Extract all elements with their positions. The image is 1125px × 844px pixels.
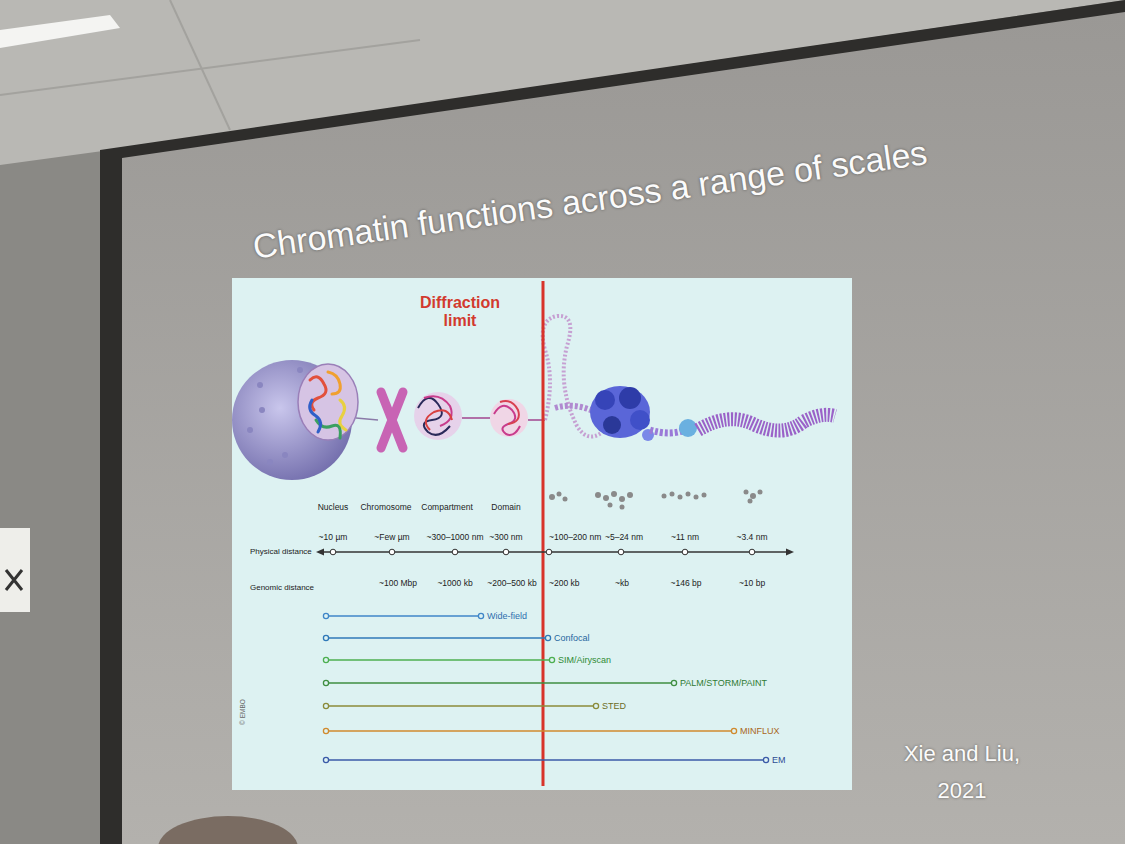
physical-value: ~11 nm xyxy=(671,533,699,543)
limit-label: Diffraction limit xyxy=(414,294,506,331)
genomic-value: ~146 bp xyxy=(671,579,702,589)
small-cluster xyxy=(679,419,697,437)
chromosome-territories xyxy=(310,372,346,438)
physical-value: ~3.4 nm xyxy=(737,533,768,543)
physical-value: ~5–24 nm xyxy=(605,533,643,543)
physical-value: ~300–1000 nm xyxy=(427,533,484,543)
physical-value: ~100–200 nm xyxy=(549,533,601,543)
domain-illustration xyxy=(490,399,528,437)
method-ranges xyxy=(326,616,763,760)
scale-label: Domain xyxy=(491,503,520,513)
distance-axis xyxy=(316,549,794,556)
axis-title: Physical distance xyxy=(250,547,312,556)
genomic-value: ~10 bp xyxy=(739,579,765,589)
chromatin-fiber xyxy=(555,406,595,412)
slide-title: Chromatin functions across a range of sc… xyxy=(250,133,929,266)
zoom-link xyxy=(356,418,378,420)
genomic-value: ~kb xyxy=(615,579,629,589)
method-label: STED xyxy=(602,701,626,711)
scale-label: Chromosome xyxy=(360,503,411,513)
chromosome-illustration xyxy=(381,392,403,448)
scale-label: Compartment xyxy=(421,503,473,513)
domain-scribble xyxy=(494,401,520,435)
wall-sign xyxy=(0,528,30,612)
method-label: EM xyxy=(772,755,786,765)
copyright-mark: © EMBO xyxy=(239,699,246,725)
citation: Xie and Liu, 2021 xyxy=(882,735,1042,810)
scale-label: Nucleus xyxy=(318,503,349,513)
axis-title: Genomic distance xyxy=(250,583,314,592)
method-label: Confocal xyxy=(554,633,590,643)
physical-value: ~10 µm xyxy=(319,533,348,543)
method-label: MINFLUX xyxy=(740,726,780,736)
chromatin-fiber xyxy=(698,415,835,431)
method-label: SIM/Airyscan xyxy=(558,655,611,665)
genomic-value: ~100 Mbp xyxy=(379,579,417,589)
genomic-value: ~200 kb xyxy=(549,579,580,589)
projection-screen xyxy=(122,12,1125,844)
physical-value: ~Few µm xyxy=(374,533,409,543)
nucleus-illustration xyxy=(298,364,358,440)
screen-frame xyxy=(100,0,1125,844)
audience-head xyxy=(158,816,298,844)
physical-value: ~300 nm xyxy=(489,533,522,543)
method-label: Wide-field xyxy=(487,611,527,621)
diffraction-limit-line xyxy=(542,281,545,786)
cell-dots xyxy=(247,367,303,465)
nanodomain-cluster xyxy=(590,386,654,441)
ceiling-grid xyxy=(170,0,230,130)
method-range-ends xyxy=(323,613,768,762)
genomic-value: ~200–500 kb xyxy=(487,579,536,589)
ceiling-light xyxy=(0,15,120,48)
compartment-scribble xyxy=(418,396,452,435)
fiber-link xyxy=(462,418,545,420)
genomic-value: ~1000 kb xyxy=(437,579,472,589)
nucleosome-thumbnails xyxy=(549,490,763,510)
sign-icon xyxy=(6,570,22,590)
compartment-illustration xyxy=(414,392,462,440)
method-label: PALM/STORM/PAINT xyxy=(680,678,767,688)
figure-panel xyxy=(232,278,852,790)
